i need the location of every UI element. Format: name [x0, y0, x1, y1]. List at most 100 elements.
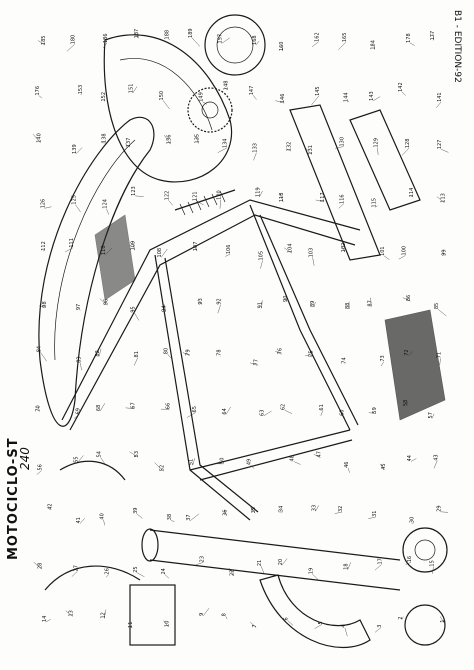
part-callout: 97 [76, 304, 82, 310]
part-callout: 50 [219, 458, 225, 464]
part-callout: 68 [96, 405, 102, 411]
part-callout: 39 [133, 508, 139, 514]
part-callout: 62 [281, 404, 287, 410]
part-callout: 42 [47, 503, 53, 509]
callout-leader [100, 457, 106, 465]
part-callout: 128 [405, 139, 411, 149]
part-callout: 19 [308, 568, 314, 574]
part-callout: 37 [186, 514, 192, 520]
part-callout: 184 [371, 40, 377, 50]
callout-leader [39, 305, 46, 308]
callout-leader [440, 511, 449, 513]
part-callout: 91 [258, 302, 264, 308]
part-callout: 75 [308, 350, 314, 356]
callout-leader [229, 567, 234, 577]
part-callout: 115 [372, 198, 378, 208]
callout-leader [102, 42, 108, 49]
part-callout: 79 [186, 349, 192, 355]
seat-pad [94, 214, 136, 301]
part-callout: 66 [165, 403, 171, 409]
part-callout: 34 [279, 506, 285, 512]
part-callout: 157 [218, 34, 224, 44]
part-callout: 72 [404, 349, 410, 355]
callout-leader [368, 516, 376, 519]
part-callout: 83 [76, 356, 82, 362]
part-callout: 149 [199, 92, 205, 102]
part-callout: 145 [315, 86, 321, 96]
part-callout: 168 [252, 35, 258, 45]
callout-leader [432, 32, 434, 41]
part-callout: 130 [340, 137, 346, 147]
callout-leader [410, 195, 414, 198]
callout-leader [410, 458, 417, 462]
part-callout: 33 [311, 505, 317, 511]
part-callout: 178 [406, 33, 412, 43]
frame-rear-stay-inner [259, 214, 359, 426]
exhaust-pipe-bottom [149, 559, 401, 591]
callout-leader [103, 519, 105, 526]
part-callout: 71 [436, 352, 442, 358]
callout-leader [284, 247, 292, 254]
callout-leader [275, 351, 282, 355]
part-callout: 12 [100, 612, 106, 618]
part-callout: 98 [42, 301, 48, 307]
callout-leader [164, 304, 166, 312]
callout-leader [293, 461, 301, 465]
callout-leader [312, 257, 315, 266]
callout-leader [313, 301, 316, 308]
part-callout: 133 [252, 143, 258, 153]
callout-leader [250, 621, 257, 628]
rear-hub-inner [216, 26, 254, 64]
callout-leader [186, 412, 196, 418]
part-callout: 180 [71, 35, 77, 45]
callout-leader [134, 357, 139, 366]
handlebar-assembly [44, 460, 176, 646]
exhaust-pipe-top [149, 529, 401, 561]
part-callout: 27 [73, 565, 79, 571]
callout-leader [224, 87, 228, 91]
part-callout: 94 [162, 305, 168, 311]
part-callout: 151 [129, 84, 135, 94]
part-callout: 93 [198, 298, 204, 304]
part-callout: 55 [73, 456, 79, 462]
part-callout: 36 [222, 510, 228, 516]
callout-leader [132, 86, 138, 94]
part-callout: 53 [134, 451, 140, 457]
callout-leader [225, 616, 228, 620]
callout-leader [170, 520, 175, 523]
brake-plate [404, 604, 446, 646]
callout-leader [71, 571, 78, 577]
part-callout: 38 [167, 514, 173, 520]
part-callout: 57 [428, 412, 434, 418]
callout-leader [75, 147, 83, 155]
handlebar [44, 565, 141, 591]
callout-leader [190, 513, 200, 521]
part-callout: 82 [95, 350, 101, 356]
callout-leader [98, 348, 102, 357]
callout-leader [407, 351, 414, 356]
callout-leader [168, 200, 174, 206]
front-hub-inner [414, 539, 436, 561]
part-callout: 35 [251, 507, 257, 513]
chain-guard [384, 309, 446, 421]
part-callout: 146 [280, 94, 286, 104]
frame-assembly [61, 199, 361, 521]
part-callout: 73 [380, 355, 386, 361]
callout-leader [77, 455, 84, 463]
callout-leader [284, 409, 293, 414]
callout-leader [402, 297, 411, 302]
part-callout: 54 [97, 451, 103, 457]
part-callout: 117 [320, 192, 326, 202]
callout-leader [253, 152, 257, 161]
callout-leader [47, 506, 52, 510]
callout-leader [217, 147, 227, 153]
part-callout: 124 [102, 199, 108, 209]
part-callout: 103 [309, 248, 315, 258]
frame-down-tube-inner [164, 257, 259, 513]
callout-leader [250, 507, 256, 514]
callout-leader [40, 352, 47, 362]
part-callout: 56 [38, 464, 44, 470]
callout-leader [401, 148, 410, 156]
part-callout: 96 [103, 299, 109, 305]
